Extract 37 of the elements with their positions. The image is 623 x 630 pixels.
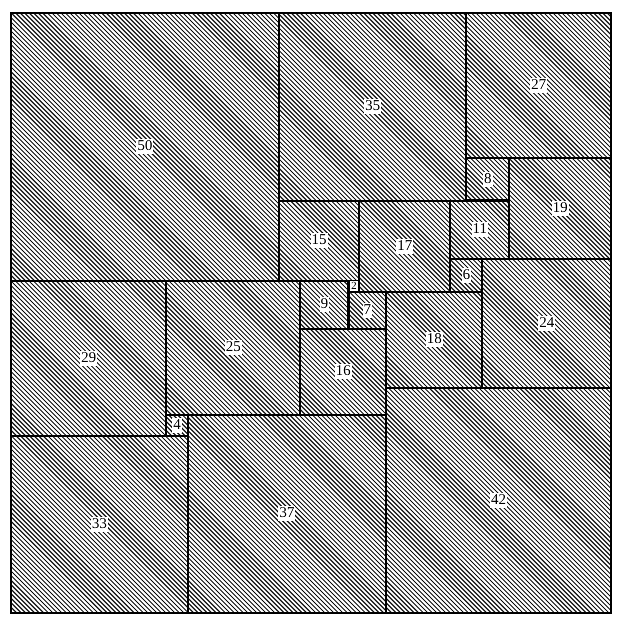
square-tile (449, 200, 510, 260)
square-tile (165, 280, 302, 416)
size-number: 24 (538, 316, 556, 332)
square-tile (10, 12, 280, 282)
size-number: 4 (172, 418, 182, 433)
size-number: 33 (90, 517, 108, 532)
size-number: 17 (396, 238, 414, 254)
square-tile (385, 290, 484, 389)
size-number: 8 (483, 172, 493, 187)
size-number: 27 (530, 78, 548, 93)
size-number: 29 (80, 351, 98, 366)
size-number: 16 (334, 364, 352, 380)
square-tile (385, 387, 612, 614)
size-number: 50 (136, 139, 154, 154)
square-tile (508, 156, 612, 260)
size-number: 6 (462, 268, 472, 283)
square-tile (465, 12, 612, 159)
square-tile (10, 435, 189, 614)
square-tile (186, 414, 387, 614)
size-number: 11 (472, 222, 488, 238)
square-tile (10, 280, 168, 438)
square-tile (465, 156, 510, 202)
size-number: 15 (310, 233, 328, 248)
square-tile (278, 12, 468, 202)
size-number: 7 (362, 302, 372, 318)
size-number: 2 (350, 280, 358, 292)
square-tile (358, 200, 452, 293)
size-number: 18 (426, 332, 443, 348)
size-number: 37 (278, 506, 296, 522)
size-number: 19 (552, 201, 569, 216)
square-tile (481, 258, 612, 389)
size-number: 25 (224, 340, 242, 356)
size-number: 35 (364, 99, 382, 114)
square-tile (278, 200, 360, 282)
size-number: 42 (490, 493, 507, 508)
square-tile (299, 328, 387, 416)
size-number: 9 (320, 297, 330, 312)
